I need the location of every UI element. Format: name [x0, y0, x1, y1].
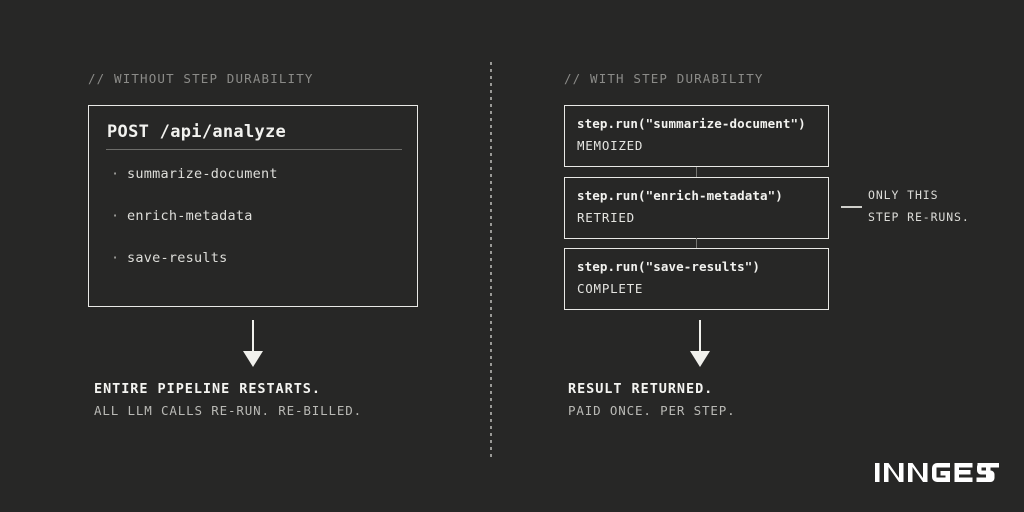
step-call-label: step.run("save-results") [577, 259, 761, 274]
pipeline-step-item: · enrich-metadata [111, 208, 253, 224]
bullet-icon: · [111, 208, 120, 224]
left-caption-headline: ENTIRE PIPELINE RESTARTS. [94, 381, 321, 397]
step-call-label: step.run("enrich-metadata") [577, 188, 783, 203]
callout-leader-line [841, 206, 862, 208]
left-caption-subline: ALL LLM CALLS RE-RUN. RE-BILLED. [94, 403, 363, 418]
right-section-comment-label: // WITH STEP DURABILITY [564, 71, 764, 86]
step-connector-line [696, 167, 698, 177]
step-box: step.run("save-results") COMPLETE [564, 248, 829, 310]
pipeline-step-label: save-results [127, 250, 228, 266]
step-status-badge: RETRIED [577, 210, 635, 225]
down-arrow-icon [690, 320, 710, 367]
inngest-logo [875, 463, 999, 482]
callout-text-line-2: STEP RE-RUNS. [868, 210, 970, 224]
monolithic-request-box: POST /api/analyze · summarize-document · e… [88, 105, 418, 307]
title-divider-rule [106, 149, 402, 150]
callout-text-line-1: ONLY THIS [868, 188, 939, 202]
step-connector-line [696, 238, 698, 248]
left-section-comment-label: // WITHOUT STEP DURABILITY [88, 71, 314, 86]
pipeline-step-item: · summarize-document [111, 166, 278, 182]
bullet-icon: · [111, 250, 120, 266]
monolithic-request-title: POST /api/analyze [107, 122, 287, 142]
down-arrow-icon [243, 320, 263, 367]
step-status-badge: COMPLETE [577, 281, 644, 296]
right-caption-headline: RESULT RETURNED. [568, 381, 714, 397]
dotted-vertical-divider [490, 62, 492, 460]
pipeline-step-label: summarize-document [127, 166, 278, 182]
bullet-icon: · [111, 166, 120, 182]
pipeline-step-label: enrich-metadata [127, 208, 253, 224]
right-caption-subline: PAID ONCE. PER STEP. [568, 403, 736, 418]
step-box: step.run("enrich-metadata") RETRIED [564, 177, 829, 239]
step-call-label: step.run("summarize-document") [577, 116, 806, 131]
step-box: step.run("summarize-document") MEMOIZED [564, 105, 829, 167]
step-status-badge: MEMOIZED [577, 138, 644, 153]
pipeline-step-item: · save-results [111, 250, 228, 266]
